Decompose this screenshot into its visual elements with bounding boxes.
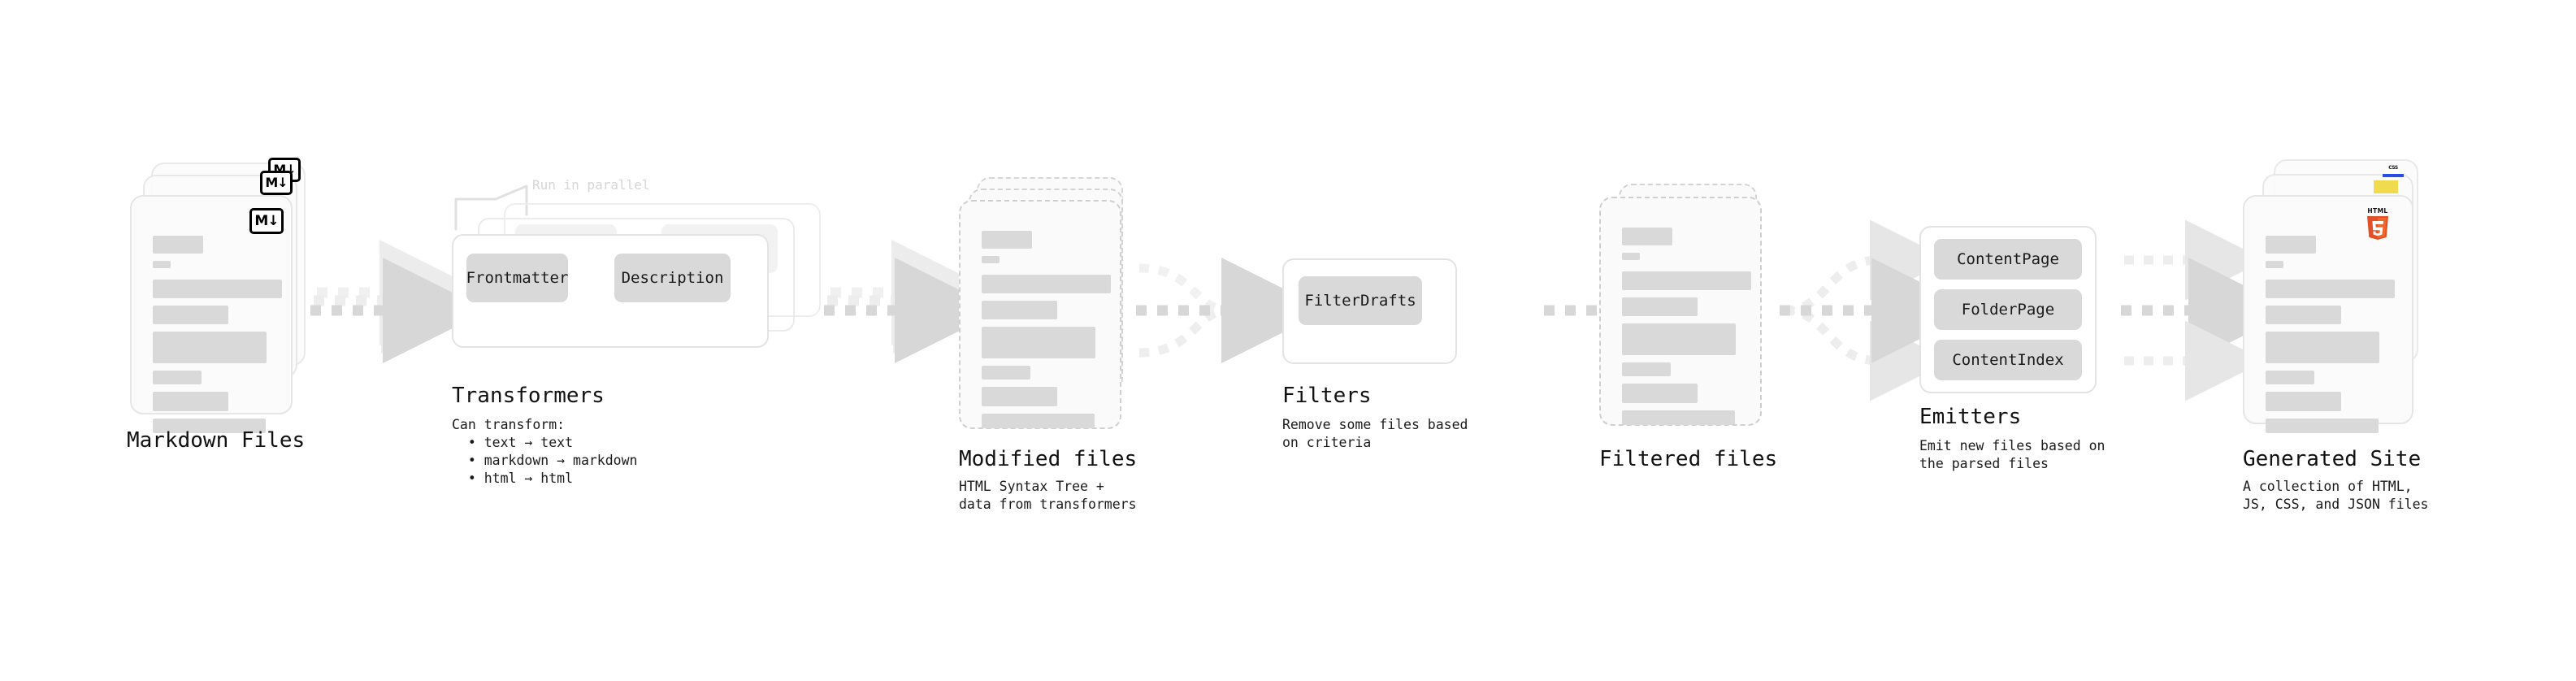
content-bar bbox=[153, 332, 267, 363]
chip-description[interactable]: Description bbox=[614, 254, 731, 302]
css-badge: CSS bbox=[2383, 165, 2404, 177]
content-bar bbox=[2266, 236, 2316, 254]
filtered-files-title: Filtered files bbox=[1599, 447, 1778, 471]
modified-files-stack bbox=[959, 177, 1146, 437]
transformers-group: Frontmatter Description bbox=[452, 203, 834, 366]
content-bar bbox=[153, 280, 282, 298]
content-bar bbox=[1622, 271, 1751, 290]
content-bar bbox=[153, 236, 203, 254]
filtered-card-content bbox=[1622, 228, 1751, 432]
content-bar bbox=[2266, 280, 2395, 298]
content-bar bbox=[2266, 392, 2341, 411]
run-in-parallel-note: Run in parallel bbox=[532, 177, 650, 193]
chip-frontmatter[interactable]: Frontmatter bbox=[466, 254, 568, 302]
filters-group: FilterDrafts bbox=[1282, 258, 1457, 364]
site-card-front: HTML bbox=[2243, 195, 2413, 433]
markdown-card-content bbox=[153, 236, 282, 440]
content-bar bbox=[153, 306, 228, 324]
filtered-files-stack bbox=[1599, 184, 1786, 444]
content-bar bbox=[982, 256, 1000, 263]
svg-text:HTML: HTML bbox=[2367, 207, 2387, 215]
markdown-files-stack: M↓ M↓ M↓ bbox=[130, 158, 317, 433]
content-bar bbox=[1622, 410, 1735, 425]
markdown-card-front: M↓ bbox=[130, 195, 293, 433]
modified-card-front bbox=[959, 200, 1121, 429]
content-bar bbox=[982, 231, 1032, 249]
transformers-description: Can transform: • text → text • markdown … bbox=[452, 417, 638, 486]
js-badge bbox=[2374, 180, 2398, 193]
site-card-content bbox=[2266, 236, 2395, 440]
arrow-filtered-to-emitters-split-top bbox=[1784, 219, 1950, 315]
content-bar bbox=[1622, 228, 1672, 245]
content-bar bbox=[2266, 371, 2314, 384]
css-badge-text: CSS bbox=[2388, 165, 2398, 171]
arrow-modified-to-filters-merge-top bbox=[1138, 263, 1229, 315]
content-bar bbox=[982, 414, 1095, 428]
transformers-title: Transformers bbox=[452, 384, 605, 408]
content-bar bbox=[153, 419, 266, 433]
content-bar bbox=[1622, 253, 1640, 260]
content-bar bbox=[1622, 323, 1736, 355]
content-bar bbox=[2266, 261, 2283, 268]
generated-site-stack: CSS HTML bbox=[2243, 159, 2438, 433]
arrow-modified-to-filters-merge-bottom bbox=[1138, 306, 1229, 358]
filtered-card-front bbox=[1599, 197, 1762, 426]
modified-files-description: HTML Syntax Tree + data from transformer… bbox=[959, 479, 1137, 512]
emitters-description: Emit new files based on the parsed files bbox=[1919, 438, 2105, 471]
content-bar bbox=[2266, 419, 2379, 433]
content-bar bbox=[982, 366, 1030, 380]
chip-contentpage[interactable]: ContentPage bbox=[1934, 239, 2082, 280]
markdown-badge-back-1: M↓ bbox=[260, 171, 293, 195]
chip-filterdrafts[interactable]: FilterDrafts bbox=[1299, 276, 1422, 325]
html5-icon: HTML bbox=[2367, 207, 2388, 240]
content-bar bbox=[982, 387, 1057, 406]
css-badge-bar bbox=[2383, 174, 2404, 177]
content-bar bbox=[2266, 306, 2341, 324]
markdown-badge: M↓ bbox=[249, 208, 284, 234]
emitters-title: Emitters bbox=[1919, 405, 2022, 429]
content-bar bbox=[1622, 362, 1671, 376]
content-bar bbox=[153, 261, 171, 268]
filters-description: Remove some files based on criteria bbox=[1282, 417, 1468, 450]
generated-site-title: Generated Site bbox=[2243, 447, 2422, 471]
modified-card-content bbox=[982, 231, 1111, 436]
markdown-files-title: Markdown Files bbox=[127, 428, 306, 453]
content-bar bbox=[2266, 332, 2379, 363]
chip-contentindex[interactable]: ContentIndex bbox=[1934, 340, 2082, 380]
content-bar bbox=[982, 275, 1111, 293]
content-bar bbox=[1622, 384, 1698, 403]
content-bar bbox=[1622, 297, 1698, 316]
content-bar bbox=[982, 327, 1095, 358]
arrow-filtered-to-emitters-split-bottom bbox=[1784, 306, 1950, 401]
content-bar bbox=[153, 371, 202, 384]
emitters-group: ContentPage FolderPage ContentIndex bbox=[1919, 226, 2097, 393]
filters-title: Filters bbox=[1282, 384, 1372, 408]
generated-site-description: A collection of HTML, JS, CSS, and JSON … bbox=[2243, 479, 2429, 512]
modified-files-title: Modified files bbox=[959, 447, 1138, 471]
chip-folderpage[interactable]: FolderPage bbox=[1934, 289, 2082, 330]
content-bar bbox=[982, 301, 1057, 319]
content-bar bbox=[153, 392, 228, 411]
